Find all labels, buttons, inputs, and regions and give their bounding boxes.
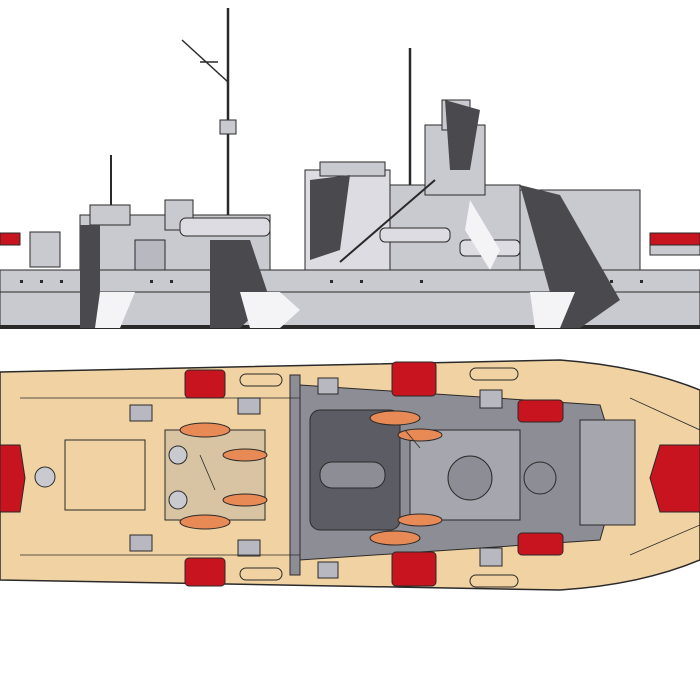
camouflage-stripes (80, 100, 620, 328)
central-superstructure-plan (299, 384, 636, 561)
deck-lines (20, 397, 700, 556)
portholes (20, 280, 643, 283)
side-profile-view (0, 8, 700, 329)
aft-turret-profile (0, 232, 21, 246)
aft-main-turret-plan (0, 444, 26, 513)
aa-mounts (129, 377, 503, 579)
aft-superstructure (29, 199, 271, 276)
foremast (181, 8, 237, 220)
forward-main-turret-plan (649, 444, 700, 513)
small-boats (239, 367, 519, 588)
secondary-turrets (184, 361, 564, 587)
ship-boats (179, 410, 443, 546)
deck-plan-view (0, 359, 700, 591)
